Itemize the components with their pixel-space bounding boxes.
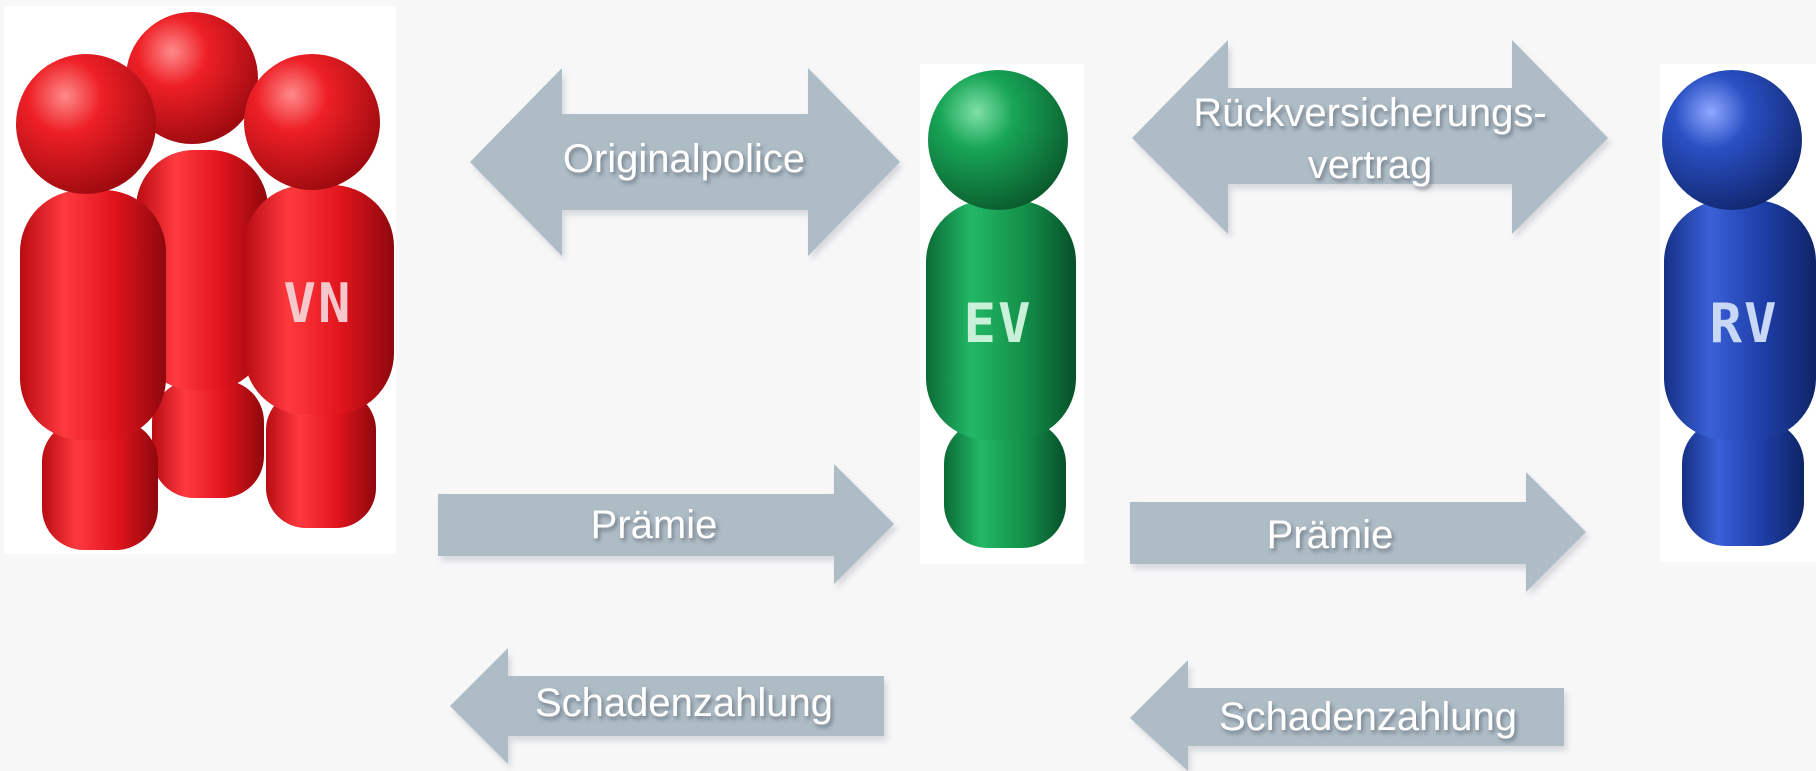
schadenzahlung-right-label: Schadenzahlung xyxy=(1219,695,1517,739)
ev-label: EV xyxy=(963,292,1032,355)
praemie-left-arrow xyxy=(438,464,894,584)
vn-figure-left xyxy=(16,54,166,550)
rueckversicherungsvertrag-label-line1: Rückversicherungs- xyxy=(1193,91,1546,135)
schadenzahlung-right-arrow xyxy=(1130,660,1564,771)
vn-figure-group: VN xyxy=(4,6,396,554)
rueckversicherungsvertrag-label-line2: vertrag xyxy=(1308,143,1433,187)
schadenzahlung-left-label: Schadenzahlung xyxy=(535,681,833,725)
vn-figure-right xyxy=(244,54,394,528)
rv-label: RV xyxy=(1709,292,1778,355)
schadenzahlung-left-arrow xyxy=(450,648,884,764)
vn-figure-back xyxy=(126,12,268,498)
ev-figure: EV xyxy=(920,64,1084,564)
praemie-left-label: Prämie xyxy=(591,503,718,547)
praemie-right-label: Prämie xyxy=(1267,513,1394,557)
rv-figure: RV xyxy=(1660,64,1816,562)
originalpolice-arrow xyxy=(470,68,900,256)
vn-label: VN xyxy=(283,272,352,335)
praemie-right-arrow xyxy=(1130,472,1586,592)
rueckversicherungsvertrag-arrow xyxy=(1132,40,1608,234)
originalpolice-label: Originalpolice xyxy=(563,137,805,181)
